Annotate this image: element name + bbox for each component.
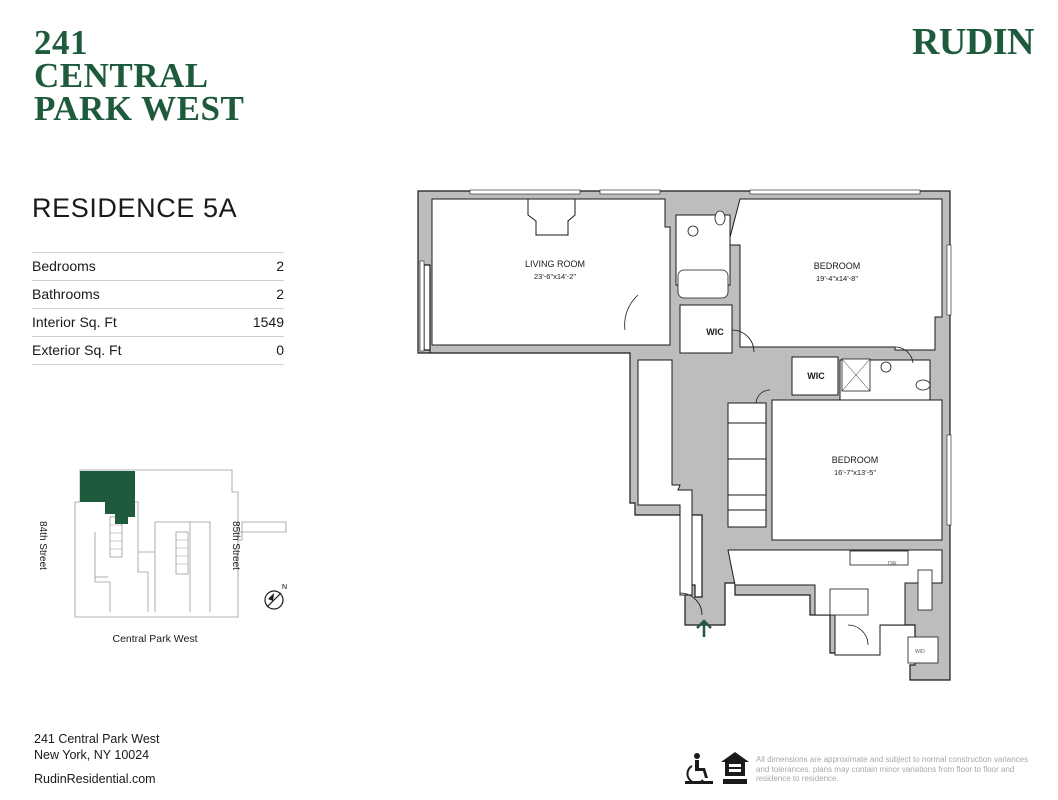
toilet [915, 379, 931, 391]
door-swing [894, 346, 914, 364]
street-label-85th: 85th Street [229, 521, 241, 570]
address: 241 Central Park West New York, NY 10024 [34, 731, 160, 763]
address-line1: 241 Central Park West [34, 732, 160, 746]
highlighted-unit [80, 471, 135, 524]
window [599, 189, 661, 195]
window [749, 189, 921, 195]
spec-row: Bathrooms 2 [32, 281, 284, 309]
building-number: 241 [34, 23, 88, 62]
north-arrow-icon: N [264, 584, 287, 610]
floor-plan: LIVING ROOM 23'-6"x14'-2" BEDROOM 19'-4"… [417, 189, 952, 681]
bedroom-1-label: BEDROOM [814, 261, 861, 271]
address-line2: New York, NY 10024 [34, 748, 150, 762]
bathtub [677, 269, 729, 299]
washer-dryer [907, 636, 939, 664]
residence-title: RESIDENCE 5A [32, 193, 238, 223]
north-label: N [282, 584, 287, 591]
door-swing [624, 294, 639, 331]
entry-arrow-icon [696, 619, 712, 637]
key-plan: N [74, 469, 287, 618]
accessibility-icon [685, 753, 713, 784]
spec-label: Bathrooms [32, 286, 100, 302]
wic-2-room [791, 356, 839, 396]
spec-label: Exterior Sq. Ft [32, 342, 122, 358]
building-brand-mark: 241 CENTRAL PARK WEST [34, 23, 245, 128]
kitchen-island [829, 588, 869, 616]
door-swing [847, 624, 869, 646]
website-link[interactable]: RudinResidential.com [34, 772, 156, 786]
fireplace [527, 198, 576, 236]
spec-value: 2 [276, 258, 284, 274]
closets [727, 402, 767, 528]
compliance-icons [685, 752, 749, 784]
bedroom-2-dims: 16'-7"x13'-5" [834, 468, 876, 477]
bedroom-1-dims: 19'-4"x14'-8" [816, 274, 858, 283]
wic-2-label: WIC [807, 371, 825, 381]
street-label-84th: 84th Street [36, 521, 48, 570]
kitchen-counter [849, 550, 909, 566]
spec-label: Bedrooms [32, 258, 96, 274]
sink [880, 361, 892, 373]
building-name-line1: CENTRAL [34, 56, 209, 95]
bedroom-2-label: BEDROOM [832, 455, 879, 465]
living-room-label: LIVING ROOM [525, 259, 585, 269]
spec-value: 0 [276, 342, 284, 358]
wic-1-room [679, 304, 733, 354]
disclaimer: All dimensions are approximate and subje… [756, 755, 1029, 783]
key-plan-outline [74, 469, 287, 618]
street-label-cpw: Central Park West [112, 633, 198, 645]
spec-row: Bedrooms 2 [32, 253, 284, 281]
wic-1-label: WIC [706, 327, 724, 337]
door-swing [731, 329, 755, 353]
spec-row: Interior Sq. Ft 1549 [32, 309, 284, 337]
hallway [637, 359, 693, 596]
spec-value: 2 [276, 286, 284, 302]
equal-housing-icon [721, 752, 749, 784]
kitchen-counter [917, 569, 933, 611]
door-swing [679, 592, 703, 616]
building-name-line2: PARK WEST [34, 89, 245, 128]
window [419, 260, 425, 352]
spec-label: Interior Sq. Ft [32, 314, 117, 330]
rudin-logo[interactable]: RUDIN [911, 21, 1035, 63]
living-room-dims: 23'-6"x14'-2" [534, 272, 576, 281]
living-room [431, 198, 671, 346]
washer-dryer-label: W/D [915, 649, 925, 655]
sink [687, 225, 699, 237]
spec-row: Exterior Sq. Ft 0 [32, 337, 284, 365]
specs-table: Bedrooms 2 Bathrooms 2 Interior Sq. Ft 1… [32, 252, 284, 365]
dishwasher-label: DW [888, 561, 897, 567]
window [946, 244, 952, 316]
window [469, 189, 581, 195]
spec-value: 1549 [252, 314, 284, 330]
toilet [714, 210, 726, 226]
door-swing [755, 389, 771, 404]
bedroom-1-area [727, 198, 943, 351]
window [946, 434, 952, 526]
